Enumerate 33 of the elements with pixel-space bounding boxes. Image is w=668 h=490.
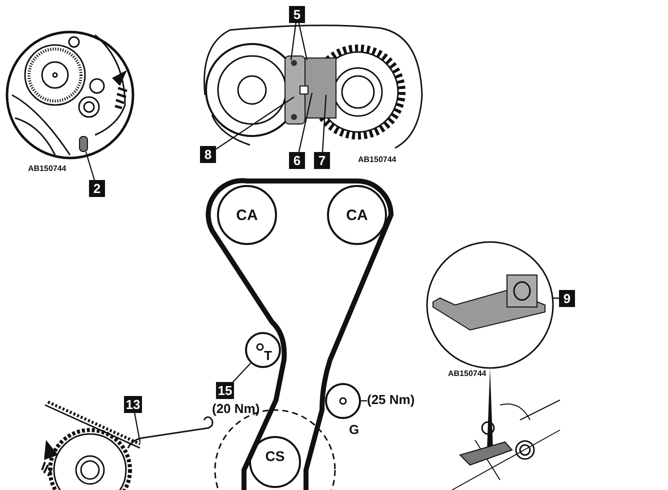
torque-value: (25 Nm): [367, 392, 427, 409]
pulley-letter: CS: [265, 448, 285, 464]
leader-line: [290, 22, 296, 60]
leader-line: [552, 297, 560, 299]
callout-number: 5: [289, 6, 305, 23]
callout-number: 7: [314, 152, 330, 169]
figure-reference: AB150744: [448, 369, 486, 378]
figure-reference: AB150744: [28, 164, 66, 173]
pulley: [327, 185, 387, 245]
pulley: [245, 332, 281, 368]
leader-line: [85, 152, 95, 180]
pulley: [249, 436, 301, 488]
figure-reference: AB150744: [358, 155, 396, 164]
callout-number: 13: [124, 396, 142, 413]
leader-line: [361, 400, 367, 402]
leader-line: [298, 92, 313, 152]
leader-line: [216, 96, 294, 150]
pulley-letter: G: [349, 422, 360, 437]
pulley-letter: CA: [346, 206, 368, 224]
leader-line: [298, 22, 308, 60]
leader-line: [232, 362, 252, 382]
pulley-letter: CA: [236, 206, 258, 224]
callout-number: 9: [559, 290, 575, 307]
leader-line: [134, 412, 141, 442]
callout-number: 2: [89, 180, 105, 197]
pulley-letter: T: [264, 348, 272, 362]
callout-number: 6: [289, 152, 305, 169]
leader-line: [322, 94, 327, 152]
pulley: [217, 185, 277, 245]
locking-pin: [79, 136, 88, 152]
callout-number: 8: [200, 146, 216, 163]
callout-number: 15: [216, 382, 234, 399]
torque-value: (20 Nm): [212, 401, 260, 416]
